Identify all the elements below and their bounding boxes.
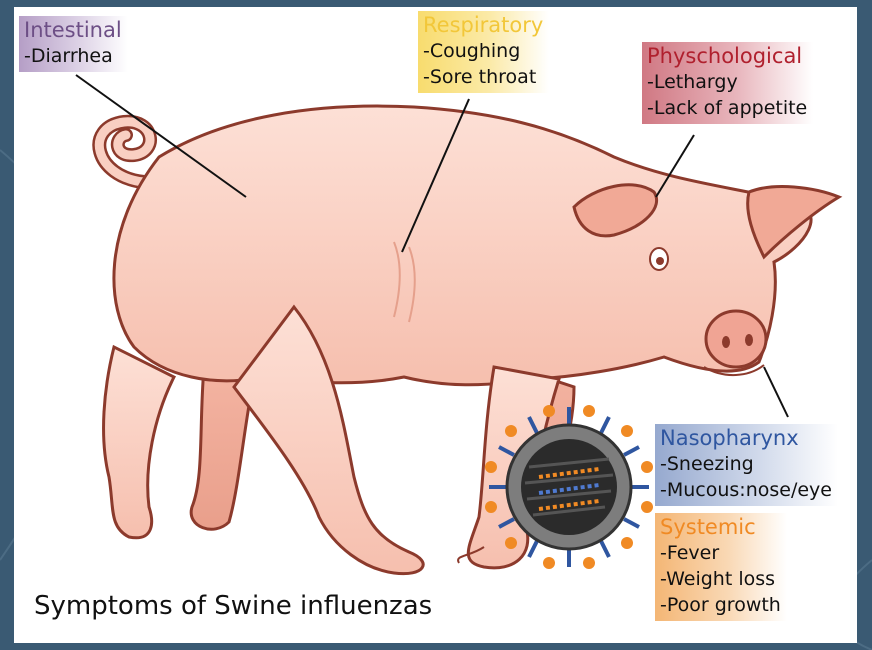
label-title-systemic: Systemic bbox=[660, 515, 781, 540]
symptom-item: -Coughing bbox=[423, 38, 543, 64]
symptom-item: -Fever bbox=[660, 540, 781, 566]
label-title-nasopharynx: Nasopharynx bbox=[660, 426, 832, 451]
label-systemic: Systemic -Fever -Weight loss -Poor growt… bbox=[655, 513, 787, 621]
symptom-item: -Diarrhea bbox=[24, 43, 122, 69]
symptom-item: -Mucous:nose/eye bbox=[660, 477, 832, 503]
label-nasopharynx: Nasopharynx -Sneezing -Mucous:nose/eye bbox=[655, 424, 838, 506]
symptom-item: -Sore throat bbox=[423, 64, 543, 90]
symptom-item: -Weight loss bbox=[660, 566, 781, 592]
symptom-item: -Sneezing bbox=[660, 451, 832, 477]
label-respiratory: Respiratory -Coughing -Sore throat bbox=[418, 11, 549, 93]
label-title-respiratory: Respiratory bbox=[423, 13, 543, 38]
symptom-item: -Lack of appetite bbox=[647, 95, 807, 121]
diagram-panel: Intestinal -Diarrhea Respiratory -Coughi… bbox=[14, 7, 857, 643]
pig-snout bbox=[706, 311, 766, 367]
virus-particle-icon bbox=[485, 405, 653, 569]
label-title-intestinal: Intestinal bbox=[24, 18, 122, 43]
label-intestinal: Intestinal -Diarrhea bbox=[19, 16, 128, 72]
label-psychological: Physchological -Lethargy -Lack of appeti… bbox=[642, 42, 813, 124]
symptom-item: -Lethargy bbox=[647, 69, 807, 95]
label-title-psychological: Physchological bbox=[647, 44, 807, 69]
diagram-caption: Symptoms of Swine influenzas bbox=[34, 591, 432, 621]
symptom-item: -Poor growth bbox=[660, 592, 781, 618]
